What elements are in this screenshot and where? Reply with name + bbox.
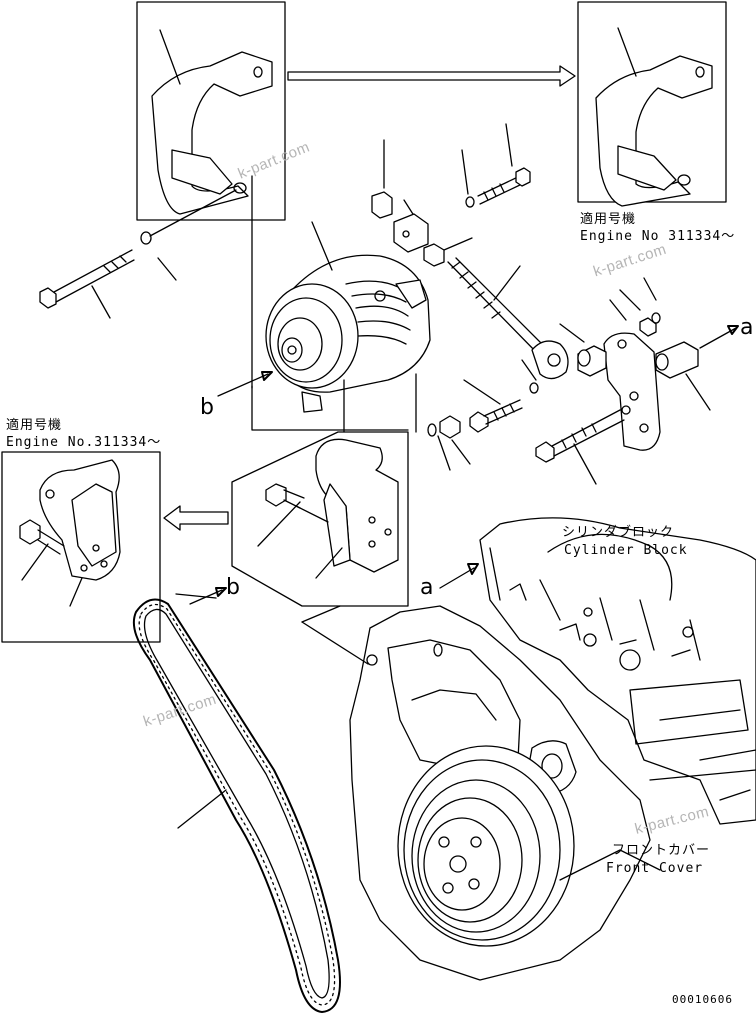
front-cover-label-jp: フロントカバー: [612, 843, 711, 858]
arrow-b-alternator: [217, 371, 273, 397]
ref-a-right: a: [740, 315, 754, 340]
arrow-a-block: [439, 563, 479, 589]
ref-a-block: a: [420, 575, 434, 600]
front-cover-label-en: Front Cover: [606, 861, 704, 876]
center-detail-box: [231, 175, 417, 607]
v-belt: [132, 593, 341, 1013]
engine-front: [349, 517, 756, 981]
left-detail-box: [1, 451, 161, 643]
cylinder-block-label-en: Cylinder Block: [564, 543, 688, 558]
applicable-note-left-en: Engine No.311334～: [6, 435, 162, 450]
long-bolt-assembly: [39, 189, 237, 319]
applicable-note-top-en: Engine No 311334～: [580, 229, 736, 244]
alternator: [265, 199, 431, 413]
mounting-hardware-middle: [427, 359, 625, 485]
mounting-hardware-top: [371, 123, 531, 267]
bracket-detail-box-old: [136, 1, 286, 221]
cylinder-block-label-jp: シリンダブロック: [562, 525, 675, 540]
adjusting-bracket: [559, 277, 739, 451]
ref-b-alternator: b: [200, 395, 214, 420]
variant-arrow: [163, 505, 229, 531]
applicable-note-left-jp: 適用号機: [6, 418, 63, 433]
applicable-note-top-jp: 適用号機: [580, 212, 637, 227]
detail-leaders: [301, 605, 369, 665]
arrow-b-belt: [189, 587, 227, 605]
ref-b-belt: b: [226, 575, 240, 600]
bracket-detail-box-new: [577, 1, 727, 207]
replacement-arrow: [287, 65, 576, 87]
adjusting-link: [447, 257, 569, 380]
drawing-number: 00010606: [672, 993, 733, 1006]
